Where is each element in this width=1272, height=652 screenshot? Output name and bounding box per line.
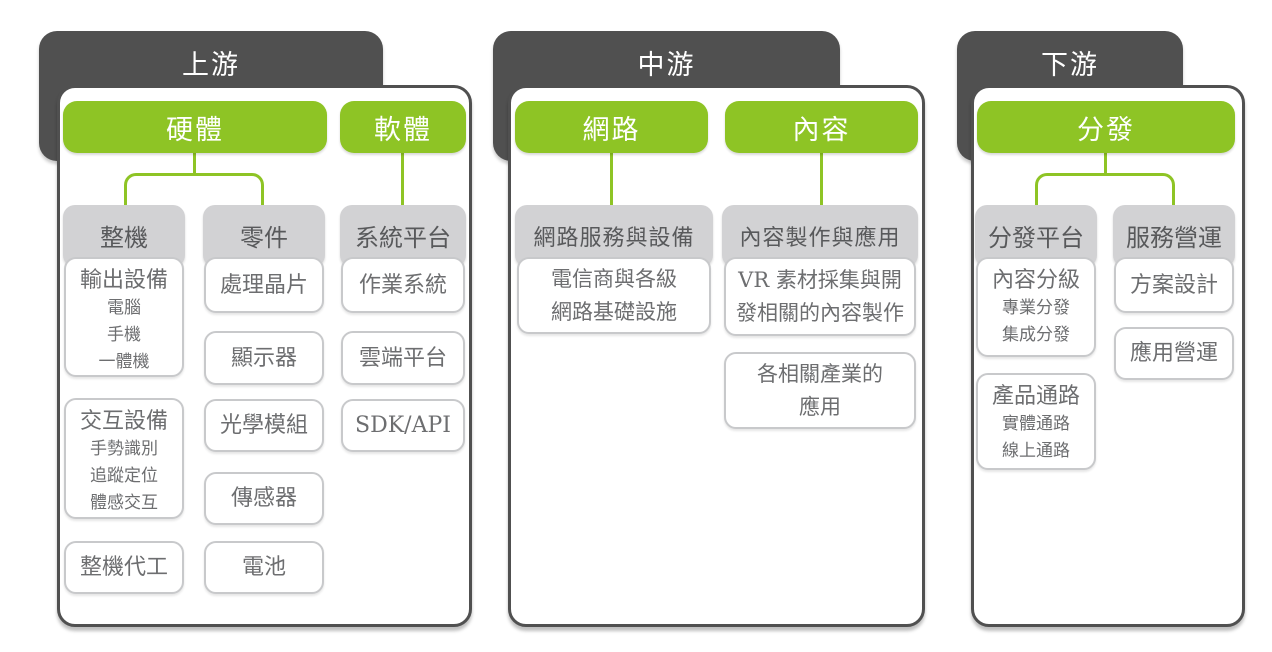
box-vr-content-production: VR 素材採集與開 發相關的內容製作 xyxy=(724,257,916,336)
item-line: 發相關的內容製作 xyxy=(736,300,904,325)
item-title: 傳感器 xyxy=(230,486,297,511)
item-subline: 手機 xyxy=(107,325,141,345)
pill-network: 網路 xyxy=(515,101,708,153)
item-subline: 實體通路 xyxy=(1002,414,1070,434)
header-content-production: 內容製作與應用 xyxy=(722,205,918,267)
header-components-label: 零件 xyxy=(240,224,288,252)
hardware-branch-connector xyxy=(124,173,264,206)
item-line: 電信商與各級 xyxy=(551,266,677,291)
item-line: 應用 xyxy=(799,394,841,419)
item-title: 內容分級 xyxy=(991,268,1080,293)
header-system-platform: 系統平台 xyxy=(340,205,466,267)
box-content-rating: 內容分級 專業分發 集成分發 xyxy=(976,257,1096,357)
box-processor-chip: 處理晶片 xyxy=(204,257,324,313)
box-solution-design: 方案設計 xyxy=(1114,257,1234,313)
pill-hardware-label: 硬體 xyxy=(166,114,224,145)
item-title: 輸出設備 xyxy=(79,268,168,293)
pill-software: 軟體 xyxy=(340,101,466,153)
software-line-connector xyxy=(401,152,404,206)
item-line: VR 素材採集與開 xyxy=(738,267,902,292)
box-optical-module: 光學模組 xyxy=(204,399,324,452)
item-subline: 追蹤定位 xyxy=(90,466,158,486)
header-complete-unit-label: 整機 xyxy=(100,224,148,252)
item-subline: 專業分發 xyxy=(1002,298,1070,318)
pill-network-label: 網路 xyxy=(582,114,641,145)
box-application-operation: 應用營運 xyxy=(1114,327,1234,380)
header-network-services-label: 網路服務與設備 xyxy=(533,226,695,251)
item-title: 應用營運 xyxy=(1129,341,1218,366)
pill-software-label: 軟體 xyxy=(374,114,432,145)
content-line-connector xyxy=(820,152,823,206)
header-components: 零件 xyxy=(203,205,325,267)
box-battery: 電池 xyxy=(204,541,324,594)
item-title: 作業系統 xyxy=(358,272,447,298)
box-cloud-platform: 雲端平台 xyxy=(341,331,465,385)
tab-downstream-label: 下游 xyxy=(1041,50,1099,80)
tab-midstream-label: 中游 xyxy=(637,50,696,80)
item-title: 顯示器 xyxy=(230,345,297,371)
box-oem-assembly: 整機代工 xyxy=(64,541,184,594)
pill-content-label: 內容 xyxy=(792,114,851,145)
item-subline: 集成分發 xyxy=(1002,325,1070,345)
pill-hardware: 硬體 xyxy=(63,101,327,153)
item-subline: 體感交互 xyxy=(90,493,158,513)
item-title: 整機代工 xyxy=(79,555,168,580)
tab-upstream-label: 上游 xyxy=(182,50,240,80)
item-title: 交互設備 xyxy=(79,409,168,434)
item-title: 處理晶片 xyxy=(219,272,308,298)
box-sensor: 傳感器 xyxy=(204,472,324,525)
distribution-branch-connector xyxy=(1035,173,1175,206)
pill-distribution: 分發 xyxy=(977,101,1235,153)
item-subline: 電腦 xyxy=(107,298,141,318)
item-title: 產品通路 xyxy=(991,384,1080,409)
box-output-devices: 輸出設備 電腦 手機 一體機 xyxy=(64,257,184,377)
box-product-channels: 產品通路 實體通路 線上通路 xyxy=(976,373,1096,470)
header-distribution-platform-label: 分發平台 xyxy=(988,224,1084,252)
item-subline: 一體機 xyxy=(98,352,150,372)
item-title: SDK/API xyxy=(355,413,451,438)
box-sdk-api: SDK/API xyxy=(341,399,465,452)
distribution-stem-connector xyxy=(1104,152,1107,174)
header-network-services: 網路服務與設備 xyxy=(515,205,713,267)
item-title: 光學模組 xyxy=(219,413,308,438)
header-service-operation: 服務營運 xyxy=(1113,205,1235,267)
item-title: 雲端平台 xyxy=(358,345,447,371)
item-title: 方案設計 xyxy=(1129,272,1218,298)
header-content-production-label: 內容製作與應用 xyxy=(739,226,901,251)
item-title: 電池 xyxy=(241,555,286,580)
box-operating-system: 作業系統 xyxy=(341,257,465,313)
item-subline: 手勢識別 xyxy=(90,439,158,459)
item-subline: 線上通路 xyxy=(1002,441,1070,461)
box-telecom-infrastructure: 電信商與各級 網路基礎設施 xyxy=(517,257,711,334)
pill-content: 內容 xyxy=(725,101,918,153)
hardware-stem-connector xyxy=(193,152,196,174)
header-distribution-platform: 分發平台 xyxy=(975,205,1097,267)
box-industry-applications: 各相關產業的 應用 xyxy=(724,352,916,429)
header-system-platform-label: 系統平台 xyxy=(355,224,451,252)
header-service-operation-label: 服務營運 xyxy=(1126,224,1222,252)
item-line: 各相關產業的 xyxy=(757,361,883,386)
network-line-connector xyxy=(610,152,613,206)
item-line: 網路基礎設施 xyxy=(551,299,677,324)
box-display: 顯示器 xyxy=(204,331,324,385)
header-complete-unit: 整機 xyxy=(63,205,185,267)
box-interaction-devices: 交互設備 手勢識別 追蹤定位 體感交互 xyxy=(64,398,184,519)
pill-distribution-label: 分發 xyxy=(1077,114,1135,145)
